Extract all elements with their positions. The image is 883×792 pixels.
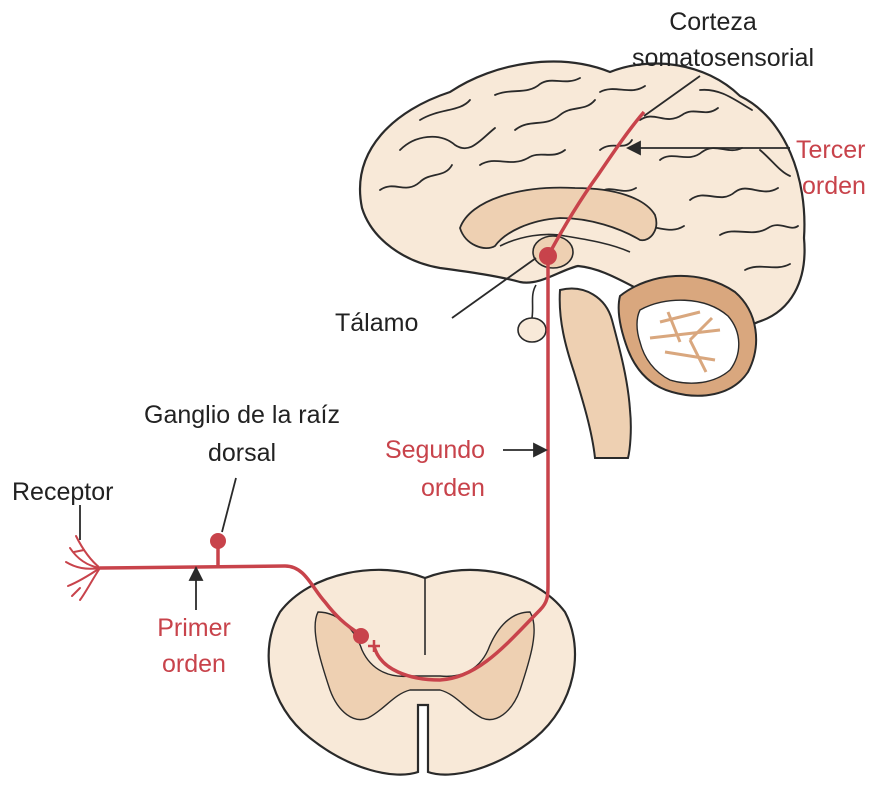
label-talamo: Tálamo (335, 309, 418, 337)
label-tercer-line2: orden (802, 172, 866, 200)
label-corteza-line2: somatosensorial (632, 44, 814, 72)
label-primer-line2: orden (162, 650, 226, 678)
brain (360, 62, 805, 458)
label-tercer-line1: Tercer (796, 136, 865, 164)
label-receptor: Receptor (12, 478, 113, 506)
segundo-orden-arrowhead (534, 444, 546, 456)
ganglio-leader (222, 478, 236, 532)
spinal-cord (269, 570, 575, 775)
label-corteza-line1: Corteza (669, 8, 757, 36)
pituitary (518, 318, 546, 342)
label-ganglio-line2: dorsal (208, 439, 276, 467)
label-ganglio-line1: Ganglio de la raíz (144, 401, 340, 429)
spinal-cord-outline (269, 570, 575, 775)
label-segundo-line1: Segundo (385, 436, 485, 464)
dorsal-root-ganglion-cell (210, 533, 226, 549)
primer-orden-arrowhead (190, 568, 202, 580)
receptor-endings (66, 536, 100, 600)
label-primer-line1: Primer (157, 614, 231, 642)
label-segundo-line2: orden (421, 474, 485, 502)
first-order-synapse (353, 628, 369, 644)
